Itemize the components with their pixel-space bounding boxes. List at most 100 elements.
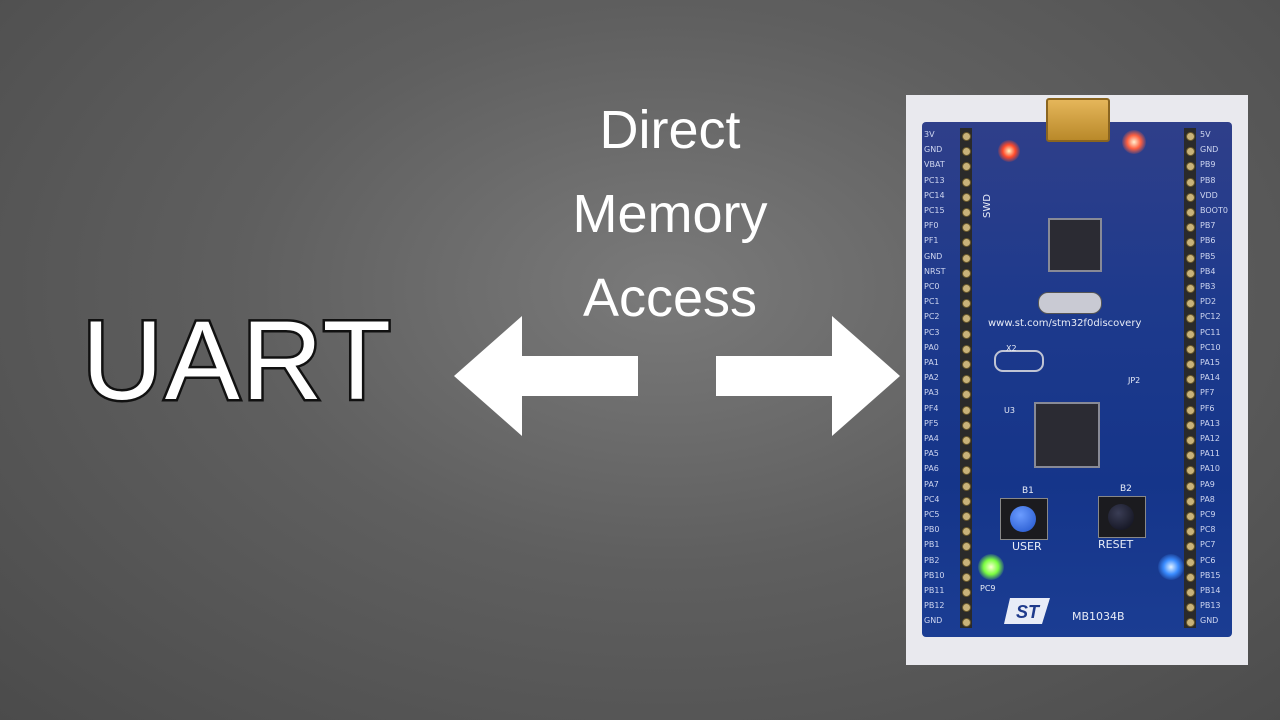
left-pin-label: PA0 [924,342,939,352]
left-pin [962,481,971,491]
right-pin-label: PB3 [1200,282,1216,291]
right-pin [1186,603,1195,613]
left-pin-label: PB0 [924,525,940,535]
svg-text:ST: ST [1016,602,1041,622]
left-pin-label: PC14 [924,190,945,200]
right-pin-label: PC6 [1200,555,1216,565]
left-pin [962,527,971,537]
dma-label: Direct Memory Access [520,88,820,340]
dma-line-access: Access [582,268,758,328]
left-pin-label: PA3 [924,388,939,398]
right-arrow-icon [716,316,900,436]
left-pin-label: PA5 [924,449,939,459]
left-pin [962,360,971,369]
right-pin-label: PA10 [1200,464,1220,474]
stm32-mcu-chip [1034,402,1100,468]
right-pin [1186,420,1195,430]
x2-footprint [994,350,1044,372]
left-pin-label: VBAT [924,160,945,170]
left-pin [962,618,971,628]
uart-label: UART [80,296,394,426]
left-pin [962,588,971,597]
right-pin [1186,527,1195,537]
right-pin-label: PA8 [1200,494,1215,504]
left-pin-label: PC5 [924,510,940,519]
left-pin [962,512,971,521]
left-pin [962,268,971,278]
right-pin [1186,542,1195,552]
right-pin-label: PB8 [1200,175,1216,185]
left-pin [962,390,971,400]
left-pin [962,253,971,263]
jp2-label: JP2 [1128,376,1141,385]
right-pin-label: PC7 [1200,540,1216,550]
user-button [1010,506,1036,532]
left-pin-label: PB11 [924,586,945,595]
right-pin-label: PB9 [1200,160,1216,170]
left-pin [962,223,971,233]
right-pin [1186,314,1195,324]
left-pin-label: PF0 [924,221,939,231]
left-pin-label: GND [924,251,943,261]
right-pin [1186,481,1195,491]
left-pin [962,496,971,506]
left-arrow-icon [454,316,638,436]
left-pin [962,284,971,293]
right-pin [1186,238,1195,248]
u3-label: U3 [1004,406,1015,415]
usb-connector-icon [1046,98,1110,142]
right-pin [1186,360,1195,369]
right-pin [1186,436,1195,445]
left-pin [962,208,971,217]
left-pin-label: PB12 [924,601,945,611]
stm32f0-discovery-board: www.st.com/stm32f0discovery SWD X2 U3 JP… [922,98,1232,637]
left-pin [962,420,971,430]
board-url-text: www.st.com/stm32f0discovery [988,318,1142,329]
pc9-label: PC9 [980,584,996,593]
left-pin [962,314,971,324]
left-pin-label: PF4 [924,403,939,413]
com-led-icon [998,140,1020,162]
right-pin [1186,147,1195,157]
right-pin-label: PA9 [1200,479,1215,489]
left-pin-label: PA4 [924,434,939,443]
left-pin [962,299,971,309]
right-pin-label: PB6 [1200,236,1216,246]
right-pin-label: BOOT0 [1200,206,1228,215]
left-pin-label: PF5 [924,418,939,428]
right-pin-label: GND [1200,616,1219,626]
right-pin-label: PD2 [1200,297,1217,307]
left-pin [962,451,971,461]
right-pin-label: PB13 [1200,601,1221,611]
right-pin-label: PA12 [1200,434,1220,443]
left-pin-label: PB1 [924,540,940,550]
right-pin [1186,132,1195,141]
left-pin [962,603,971,613]
st-link-mcu-chip [1048,218,1102,272]
power-led-icon [1122,130,1146,154]
right-pin [1186,588,1195,597]
left-pin-label: GND [924,145,943,155]
right-pin [1186,192,1195,202]
left-pin-label: PC0 [924,282,940,291]
left-pin [962,147,971,157]
right-pin [1186,268,1195,278]
left-pin [962,375,971,385]
blue-led-icon [1158,554,1184,580]
user-button-housing [1000,498,1048,540]
left-pin-label: PC15 [924,206,945,215]
right-pin [1186,284,1195,293]
board-model-label: MB1034B [1072,610,1125,623]
left-pin-label: GND [924,616,943,626]
right-pin [1186,253,1195,263]
right-pin [1186,451,1195,461]
right-pin-label: PA13 [1200,418,1220,428]
green-led-icon [978,554,1004,580]
right-pin [1186,344,1195,354]
reset-button-label: RESET [1098,538,1134,551]
left-pin-label: PB10 [924,570,945,580]
left-pin-label: PB2 [924,555,940,565]
left-pin [962,238,971,248]
left-pin-label: PA7 [924,479,939,489]
right-pin-label: PC9 [1200,510,1216,519]
